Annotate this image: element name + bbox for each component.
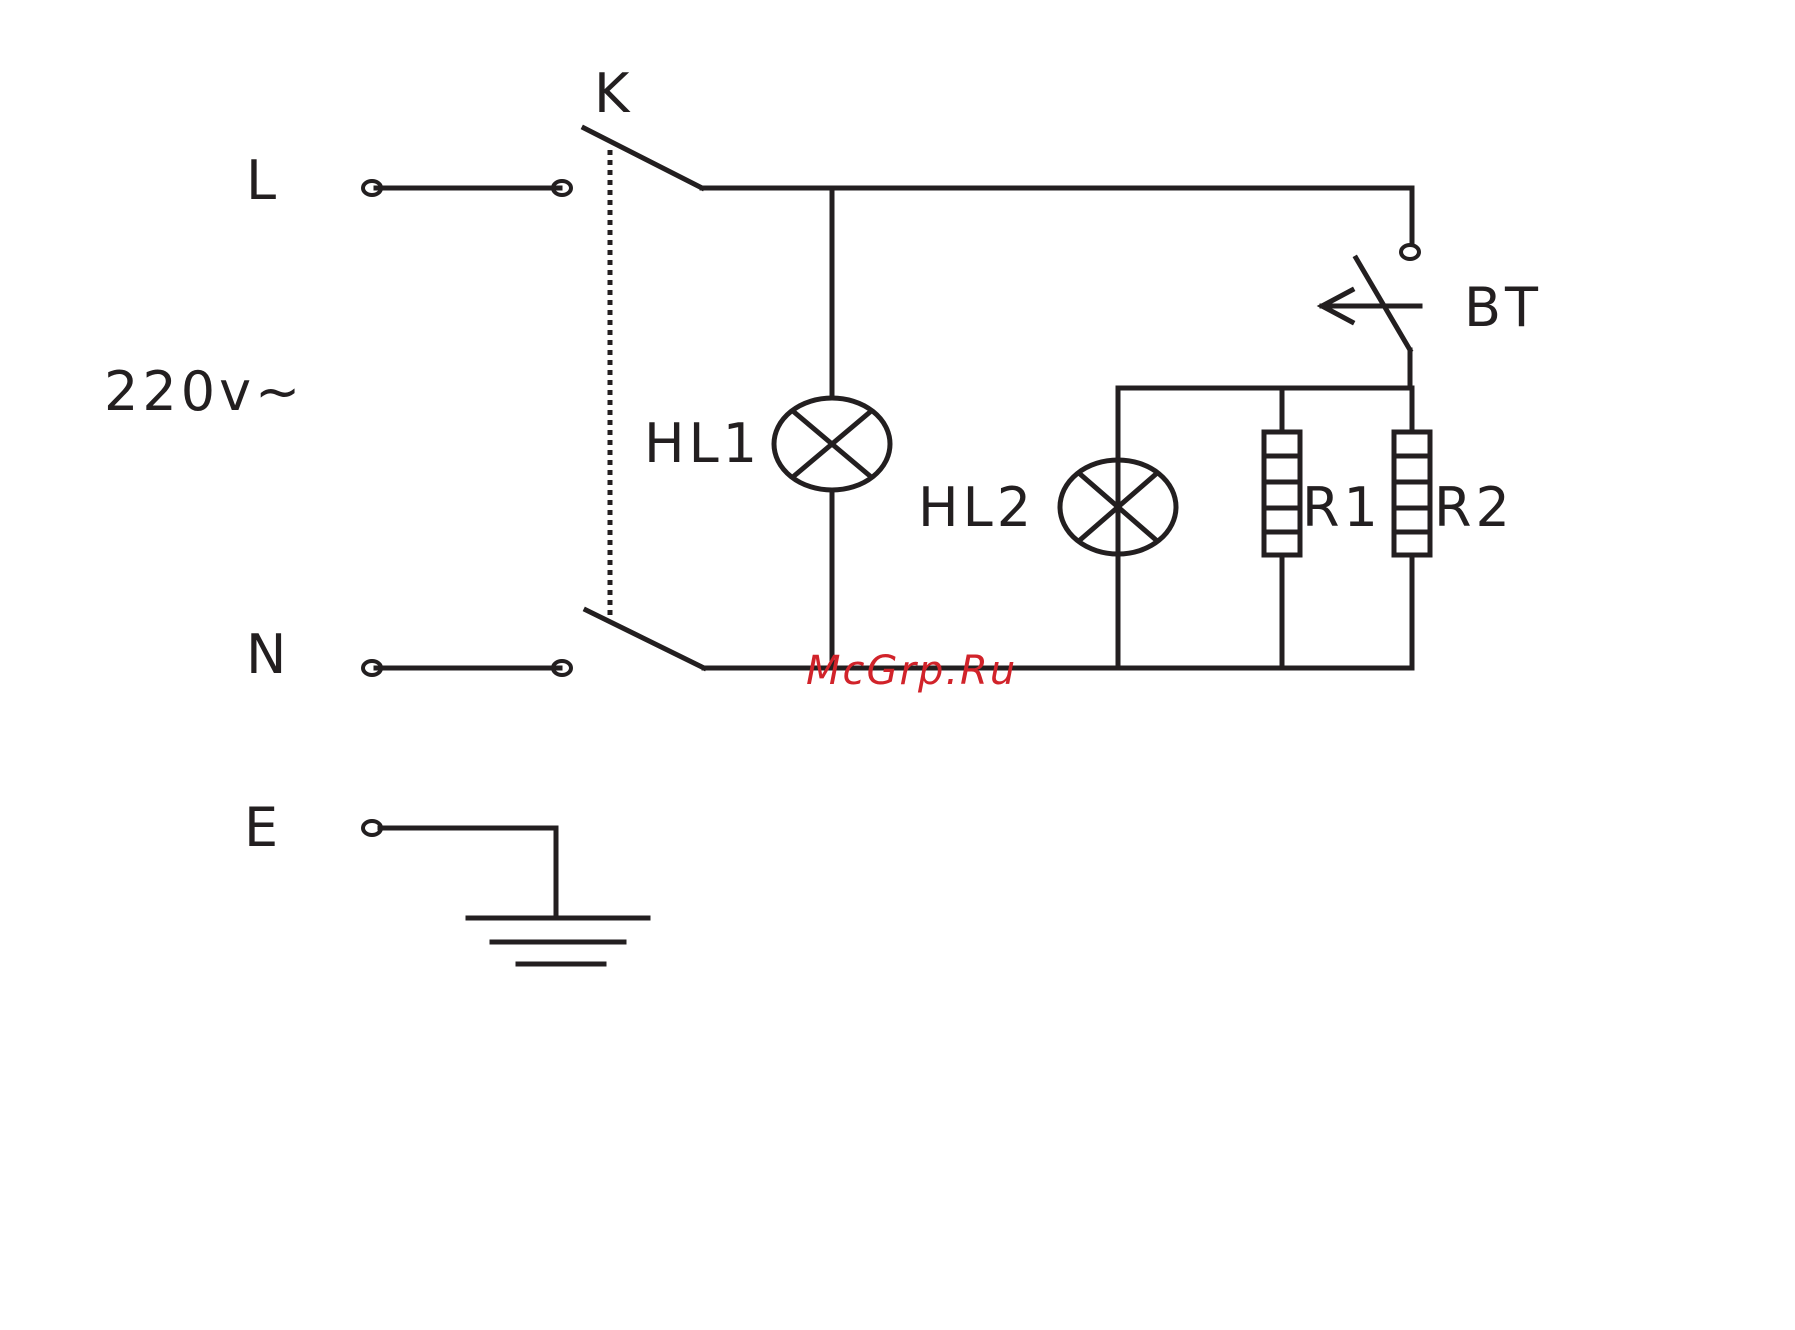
label-l: L [246,149,280,212]
line-rail [702,188,1412,244]
thermostat-bt [1322,245,1420,388]
label-n: N [246,623,290,686]
main-switch-k [584,128,704,668]
resistor-r1 [1264,388,1300,668]
label-k: K [594,62,633,125]
lamp-hl1 [774,188,890,668]
terminal-n [363,661,571,675]
label-r1: R1 [1302,476,1382,539]
terminal-l [363,181,571,195]
resistor-r2 [1394,432,1430,555]
label-r2: R2 [1434,476,1514,539]
ground-symbol [468,918,648,964]
watermark-text: McGrp.Ru [806,648,1017,694]
label-e: E [244,796,282,859]
label-hl1: HL1 [644,412,761,475]
label-voltage: 220v~ [104,360,304,423]
label-hl2: HL2 [918,476,1035,539]
label-bt: BT [1464,276,1542,339]
terminal-e [363,821,556,918]
